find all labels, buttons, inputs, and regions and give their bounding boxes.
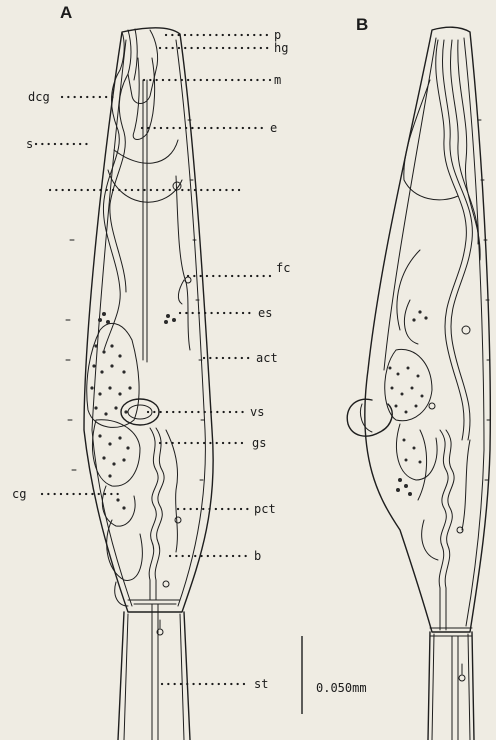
label-st: st <box>254 677 268 691</box>
label-cg: cg <box>12 487 26 501</box>
panel-b: B <box>347 15 490 740</box>
label-pct: pct <box>254 502 276 516</box>
label-p: p <box>274 28 281 42</box>
panel-a: A <box>60 3 213 740</box>
panel-letter-a: A <box>60 3 72 22</box>
label-es: es <box>258 306 272 320</box>
label-s: s <box>26 137 33 151</box>
label-act: act <box>256 351 278 365</box>
label-b: b <box>254 549 261 563</box>
label-gs: gs <box>252 436 266 450</box>
label-dcg: dcg <box>28 90 50 104</box>
label-fc: fc <box>276 261 290 275</box>
scale-bar: 0.050mm <box>302 636 367 714</box>
stalk-b <box>428 632 474 740</box>
cuticle-ticks-a <box>66 120 204 480</box>
label-e: e <box>270 121 277 135</box>
scale-bar-label: 0.050mm <box>316 681 367 695</box>
coiled-duct-b <box>439 430 448 630</box>
label-m: m <box>274 73 281 87</box>
stalk-a <box>118 612 190 740</box>
body-outline-a <box>84 28 213 612</box>
leader-lines <box>36 35 272 684</box>
label-vs: vs <box>250 405 264 419</box>
panel-letter-b: B <box>356 15 368 34</box>
coiled-duct-a <box>149 428 158 600</box>
label-hg: hg <box>274 41 288 55</box>
